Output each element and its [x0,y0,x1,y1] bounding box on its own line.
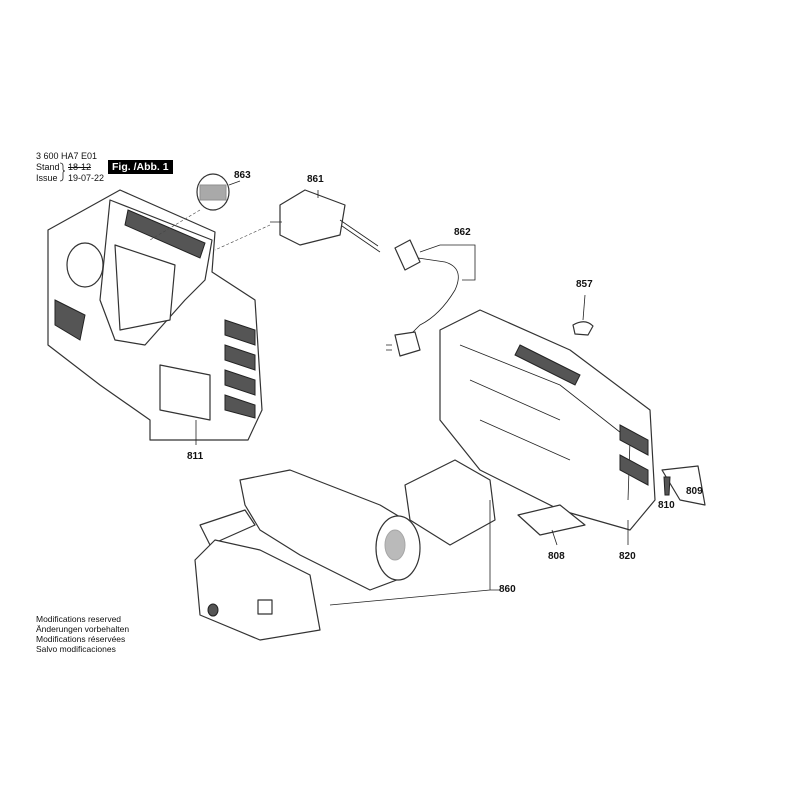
issue-value: 19-07-22 [68,173,105,183]
part-label-809: 809 [686,486,703,497]
notice-line-de: Änderungen vorbehalten [36,624,130,634]
part-862-cable [386,239,476,357]
figure-label: Fig. /Abb. 1 [108,160,173,174]
part-label-811: 811 [187,451,204,462]
part-808-gasket [517,504,586,536]
part-label-810: 810 [658,500,675,511]
part-861-switch [214,189,381,253]
notice-line-es: Salvo modificaciones [36,644,116,654]
part-label-860: 860 [499,584,516,595]
part-label-857: 857 [576,279,593,290]
part-label-861: 861 [307,174,324,185]
part-809-plate [661,465,706,506]
part-810-screw [663,476,671,496]
part-label-808: 808 [548,551,565,562]
part-811-front-housing [47,189,263,441]
part-label-820: 820 [619,551,636,562]
issue-label: Issue [36,173,58,183]
doc-number: 3 600 HA7 E01 [36,151,98,161]
part-label-863: 863 [234,170,251,181]
part-863-knob [149,173,241,241]
notice-line-fr: Modifications réservées [36,634,126,644]
header-bracket [59,162,66,182]
part-820-rear-housing [439,309,656,531]
part-label-862: 862 [454,227,471,238]
stand-label: Stand [36,162,60,172]
part-857-cap [572,321,594,336]
stand-value: 18-12 [68,162,92,172]
modifications-notice: Modifications reserved Änderungen vorbeh… [36,614,129,654]
part-860-pump-assembly [194,459,500,641]
notice-line-en: Modifications reserved [36,614,122,624]
